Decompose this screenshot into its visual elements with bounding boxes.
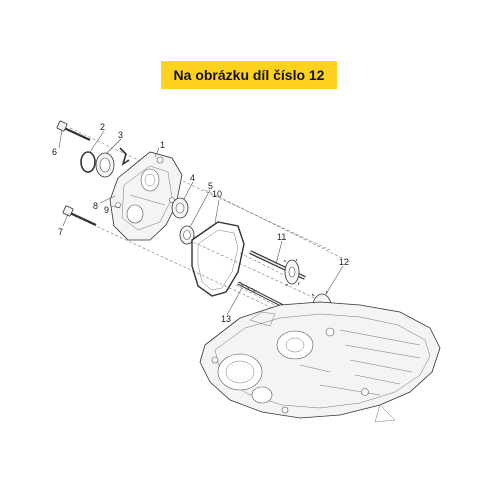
part-4-seal bbox=[171, 197, 189, 219]
part-3-bearing bbox=[95, 152, 115, 178]
callout-1: 1 bbox=[160, 140, 165, 150]
callout-3: 3 bbox=[118, 130, 123, 140]
callout-12: 12 bbox=[339, 257, 349, 267]
callout-leaders bbox=[58, 129, 344, 316]
part-10-gasket bbox=[191, 221, 245, 297]
part-6-bolt bbox=[56, 120, 91, 141]
callout-2: 2 bbox=[100, 122, 105, 132]
part-11-main-shaft bbox=[249, 250, 306, 287]
callout-13: 13 bbox=[221, 314, 231, 324]
part-5-bearing bbox=[179, 225, 195, 245]
callout-10: 10 bbox=[212, 189, 222, 199]
callout-labels: 1 2 3 4 5 6 7 8 9 10 11 12 13 bbox=[52, 122, 349, 324]
callout-4: 4 bbox=[190, 173, 195, 183]
callout-11: 11 bbox=[277, 232, 286, 242]
part-9-transmission-cover bbox=[109, 151, 183, 241]
part-7-bolt bbox=[62, 205, 97, 226]
part-number-banner: Na obrázku díl číslo 12 bbox=[161, 61, 337, 89]
callout-9: 9 bbox=[104, 205, 109, 215]
callout-6: 6 bbox=[52, 147, 57, 157]
banner-text: Na obrázku díl číslo 12 bbox=[173, 67, 325, 83]
callout-8: 8 bbox=[93, 201, 98, 211]
callout-7: 7 bbox=[58, 227, 63, 237]
callout-5: 5 bbox=[208, 181, 213, 191]
engine-block bbox=[199, 301, 441, 423]
part-2-circlip bbox=[80, 151, 96, 173]
